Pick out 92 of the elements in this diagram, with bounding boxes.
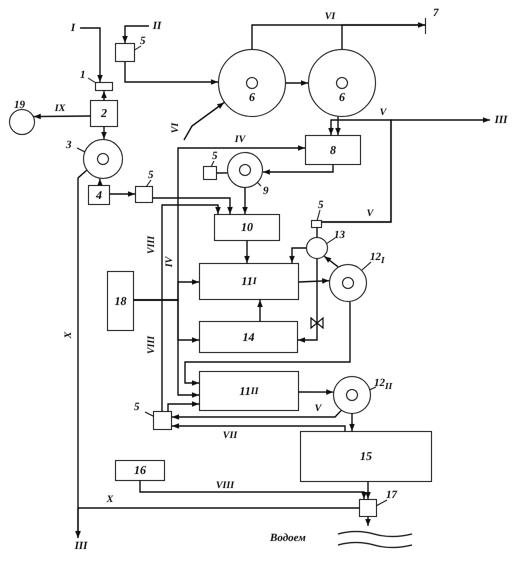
callout-number: 3 [66, 140, 72, 151]
callout-number: 5 [318, 200, 324, 211]
flow-line [122, 25, 149, 43]
flow-line [75, 507, 359, 538]
flow-line [299, 389, 334, 395]
process-box [135, 186, 153, 203]
process-box [203, 166, 217, 180]
process-box: 16 [115, 460, 165, 481]
stream-label: V [378, 108, 388, 118]
flow-line [172, 410, 342, 420]
flow-line [101, 127, 107, 140]
callout-number: 9 [263, 186, 268, 197]
stream-label: IV [234, 135, 246, 145]
callout-number: 5 [134, 402, 140, 413]
centrifuge-circle [329, 264, 367, 302]
flow-line [172, 423, 346, 431]
flow-line [153, 197, 233, 214]
stream-label: VI [171, 122, 181, 134]
flow-line [286, 80, 308, 86]
callout-number: 5 [148, 170, 154, 181]
centrifuge-circle [83, 139, 123, 179]
flow-line [242, 188, 248, 214]
process-box [115, 43, 135, 62]
flow-line [161, 204, 221, 411]
callout-number: 19 [14, 100, 25, 111]
centrifuge-circle [227, 152, 263, 188]
flow-line [324, 256, 338, 268]
flow-line [134, 299, 199, 398]
flow-line [298, 259, 318, 343]
flow-line [289, 247, 306, 263]
stream-label: I [66, 20, 80, 36]
centrifuge-circle [9, 109, 35, 135]
callout-number: 12$_{I}$ [370, 252, 385, 266]
stream-label: VI [324, 12, 336, 22]
stream-label: III [490, 112, 512, 128]
callout-number: 17 [386, 490, 397, 501]
callout-number: 13 [334, 230, 345, 241]
process-box [95, 82, 113, 91]
stream-label: VII [222, 431, 238, 441]
process-box [311, 220, 322, 228]
process-box [359, 499, 377, 517]
flow-line [101, 91, 107, 100]
flow-line [167, 401, 199, 411]
centrifuge-circle: 6 [308, 49, 376, 117]
outlet-mark [425, 18, 429, 34]
process-box: 4 [88, 185, 110, 205]
process-box: 14 [199, 321, 298, 353]
stream-label: VIII [147, 334, 157, 356]
flow-line [262, 165, 334, 175]
flow-line [184, 302, 351, 386]
flow-line [365, 517, 371, 526]
flow-line [335, 116, 341, 135]
flow-line [365, 482, 371, 499]
flow-line [244, 241, 250, 263]
stream-label: X [64, 330, 74, 340]
flow-line [124, 62, 218, 85]
flow-line [217, 172, 228, 174]
flow-line [349, 414, 355, 431]
centrifuge-circle [306, 237, 328, 259]
process-box: 15 [300, 431, 432, 482]
process-box: 8 [305, 135, 361, 165]
flow-line [34, 114, 90, 120]
stream-label: IV [165, 256, 175, 268]
flow-line [257, 300, 263, 321]
process-box: 2 [90, 100, 118, 127]
reservoir-label: Водоем [270, 532, 306, 544]
flow-line [298, 278, 330, 284]
stream-label: II [149, 18, 165, 34]
flow-line [183, 102, 225, 140]
callout-number: 1 [80, 70, 86, 81]
flow-line [97, 178, 103, 186]
flow-line [80, 27, 103, 82]
stream-label: V [314, 404, 322, 414]
flow-line [322, 117, 490, 223]
process-box: 10 [214, 214, 280, 241]
centrifuge-circle [333, 376, 371, 414]
process-box: 18 [107, 271, 134, 331]
centrifuge-circle: 6 [218, 49, 286, 117]
process-box [153, 411, 172, 430]
stream-label: X [106, 495, 114, 505]
callout-number: 5 [212, 151, 218, 162]
stream-label: VIII [147, 234, 157, 256]
stream-label: VIII [214, 481, 236, 491]
stream-label: IX [54, 104, 66, 114]
stream-label: III [70, 538, 92, 554]
flow-line [341, 22, 425, 49]
callout-number: 7 [433, 8, 438, 19]
callout-number: 12$_{II}$ [374, 378, 392, 392]
callout-number: 5 [140, 36, 146, 47]
flow-line [110, 191, 135, 197]
flow-line [139, 481, 367, 499]
stream-label: V [366, 209, 374, 219]
